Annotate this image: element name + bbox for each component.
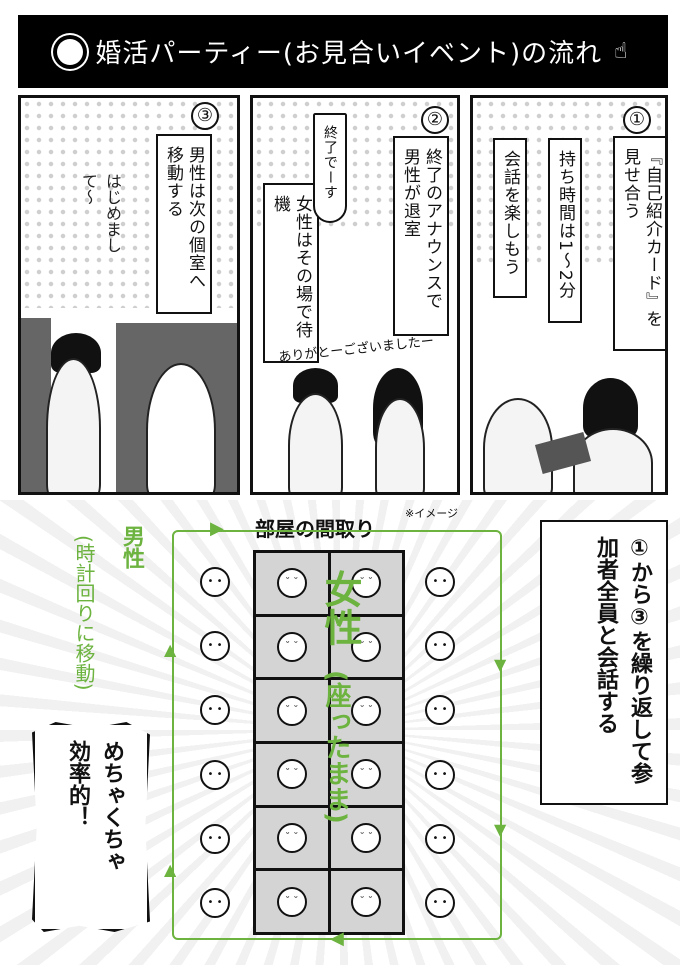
- man-face: • •: [425, 631, 455, 662]
- man-face: • •: [200, 567, 230, 598]
- summary-box: ①から③を繰り返して参加者全員と会話する: [540, 520, 668, 805]
- caption: 開始のアナウンスで『自己紹介カード』を見せ合う: [613, 136, 665, 351]
- woman-face: ˘ ˘: [276, 568, 307, 599]
- woman-face: ˘ ˘: [351, 886, 382, 917]
- page-title: 婚活パーティー(お見合いイベント)の流れ: [95, 39, 603, 69]
- caption: 持ち時間は1〜2分: [548, 138, 582, 323]
- woman-face: ˘ ˘: [276, 695, 307, 726]
- room-layout-title: 部屋の間取り: [255, 517, 375, 541]
- woman-face: ˘ ˘: [351, 759, 382, 790]
- room-grid: ˘ ˘ ˘ ˘ ˘ ˘ ˘ ˘ ˘ ˘ ˘ ˘ ˘ ˘ ˘ ˘ ˘ ˘ ˘ ˘ ˘ ˘ ˘ …: [253, 550, 405, 935]
- man-face: • •: [425, 887, 455, 918]
- woman-figure: [146, 363, 216, 492]
- man-face: • •: [200, 695, 230, 726]
- arrow-up-icon: ▲: [164, 640, 177, 659]
- woman-face: ˘ ˘: [276, 822, 307, 853]
- clockwise-arrow-path: [172, 530, 502, 940]
- woman-face: ˘ ˘: [276, 886, 307, 917]
- woman-figure: [375, 398, 425, 492]
- exclamation-bubble: [32, 722, 150, 932]
- woman-figure: [573, 428, 653, 492]
- woman-face: ˘ ˘: [276, 631, 307, 662]
- men-sublabel: (時計回りに移動): [72, 535, 96, 691]
- arrow-down-icon: ▼: [494, 820, 507, 839]
- woman-face: ˘ ˘: [351, 695, 382, 726]
- character-icon: ☝: [614, 39, 629, 64]
- sfx-text: はじめまして〜: [79, 173, 122, 253]
- man-face: • •: [200, 887, 230, 918]
- man-face: • •: [200, 823, 230, 854]
- caption: 会話を楽しもう: [493, 138, 527, 298]
- step-number: ①: [623, 106, 651, 134]
- caption: 男性は次の個室へ移動する: [156, 134, 212, 314]
- women-label: 女性: [318, 570, 362, 646]
- man-face: • •: [200, 631, 230, 662]
- title-banner: 婚活パーティー(お見合いイベント)の流れ ☝: [18, 15, 668, 88]
- arrow-left-icon: ◀: [330, 928, 344, 949]
- man-face: • •: [200, 759, 230, 790]
- man-figure: [46, 358, 101, 492]
- panel-step-3: ③ 男性は次の個室へ移動する はじめまして〜: [18, 95, 240, 495]
- speech-bubble: 終了でーす: [313, 113, 347, 223]
- woman-face: ˘ ˘: [351, 631, 382, 662]
- man-face: • •: [425, 567, 455, 598]
- image-note: ※イメージ: [405, 507, 458, 520]
- bubble-line-1: めちゃくちゃ: [99, 740, 124, 872]
- men-label: 男性: [119, 525, 144, 569]
- flower-icon: [57, 38, 84, 65]
- step-number: ②: [421, 106, 449, 134]
- arrow-up-icon: ▲: [164, 860, 177, 879]
- woman-face: ˘ ˘: [351, 568, 382, 599]
- women-sublabel: (座ったまま): [321, 670, 351, 824]
- woman-face: ˘ ˘: [276, 759, 307, 790]
- caption: 終了のアナウンスで男性が退室: [393, 136, 449, 336]
- man-face: • •: [425, 823, 455, 854]
- man-face: • •: [425, 759, 455, 790]
- men-column-left: • • • • • • • • • • • •: [200, 550, 230, 935]
- men-column-right: • • • • • • • • • • • •: [425, 550, 455, 935]
- panel-step-1: ① 開始のアナウンスで『自己紹介カード』を見せ合う 持ち時間は1〜2分 会話を楽…: [470, 95, 668, 495]
- bubble-text: めちゃくちゃ 効率的！: [40, 740, 140, 920]
- man-face: • •: [425, 695, 455, 726]
- step-number: ③: [191, 102, 219, 130]
- bubble-line-2: 効率的！: [65, 740, 90, 828]
- woman-face: ˘ ˘: [351, 822, 382, 853]
- panel-step-2: ② 終了のアナウンスで男性が退室 女性はその場で待機 終了でーす ありがとーござ…: [250, 95, 460, 495]
- arrow-down-icon: ▼: [494, 655, 507, 674]
- arrow-right-icon: ▶: [210, 518, 224, 539]
- man-figure: [288, 393, 343, 492]
- caption: 女性はその場で待機: [263, 183, 319, 363]
